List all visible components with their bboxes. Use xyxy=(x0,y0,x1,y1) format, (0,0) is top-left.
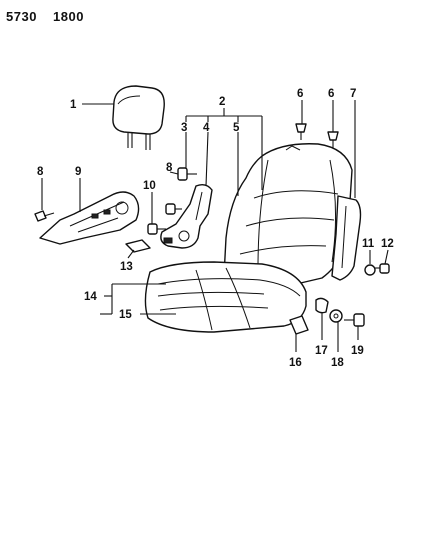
callout-6-right: 6 xyxy=(328,88,334,100)
washer-part-11 xyxy=(364,264,376,276)
clip-part-6-right xyxy=(327,131,339,148)
callout-7: 7 xyxy=(350,88,356,100)
callout-9: 9 xyxy=(75,166,81,178)
callout-19: 19 xyxy=(351,345,364,357)
callout-12: 12 xyxy=(381,238,394,250)
callout-8-right: 8 xyxy=(166,162,173,174)
leader-lines xyxy=(41,100,389,352)
seat-back-side-cover xyxy=(331,195,362,281)
callout-10: 10 xyxy=(143,180,156,192)
callout-16: 16 xyxy=(289,357,302,369)
callout-2: 2 xyxy=(219,96,225,108)
callout-1: 1 xyxy=(70,99,77,111)
diagram-code-right: 1800 xyxy=(53,9,84,24)
headrest xyxy=(112,85,165,150)
screw-part-12 xyxy=(374,263,390,274)
callout-15: 15 xyxy=(119,309,132,321)
callout-11: 11 xyxy=(362,238,375,250)
callout-18: 18 xyxy=(331,357,344,369)
clip-part-6-left xyxy=(295,123,307,140)
recliner-mechanism-left xyxy=(39,191,140,245)
bolt-part-19 xyxy=(344,313,365,327)
callout-8-left: 8 xyxy=(37,166,44,178)
diagram-code-left: 5730 xyxy=(6,9,37,24)
cover-part-13 xyxy=(125,239,151,253)
bolt-part-10 xyxy=(165,203,182,215)
trim-part-16 xyxy=(289,315,309,335)
bolt-part-8-left xyxy=(34,210,55,222)
callout-17: 17 xyxy=(315,345,328,357)
washer-part-18 xyxy=(329,309,343,323)
callout-4: 4 xyxy=(203,122,210,134)
cap-part-17 xyxy=(315,297,329,314)
bolt-part-3 xyxy=(177,167,197,181)
recliner-mechanism-right xyxy=(160,183,213,249)
callout-5: 5 xyxy=(233,122,240,134)
callout-13: 13 xyxy=(120,261,133,273)
callout-14: 14 xyxy=(84,291,97,303)
callout-3: 3 xyxy=(181,122,187,134)
callout-6-left: 6 xyxy=(297,88,303,100)
seat-cushion xyxy=(144,261,307,333)
